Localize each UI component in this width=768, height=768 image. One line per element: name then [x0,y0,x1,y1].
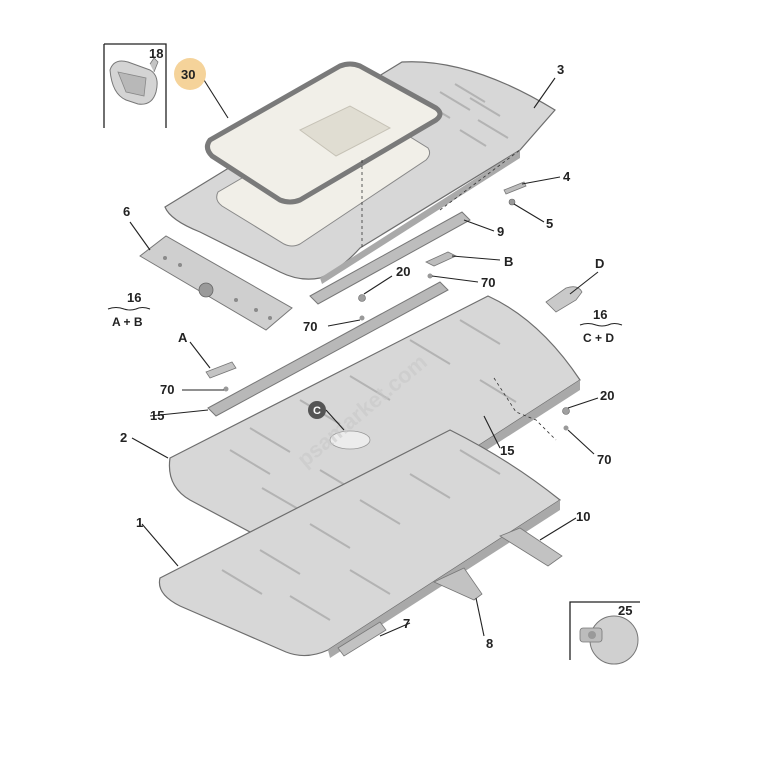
label-70-b: 70 [303,319,317,334]
brace-16-left [107,307,151,311]
bar-10[interactable] [499,527,563,567]
label-70-d: 70 [597,452,611,467]
label-20-top: 20 [396,264,410,279]
label-70-c: 70 [160,382,174,397]
label-6: 6 [123,204,130,219]
sunroof-glass-30[interactable] [204,61,443,205]
label-5: 5 [546,216,553,231]
label-16-left-sub: A + B [112,315,143,329]
label-C-circle [308,401,326,419]
clip-20-right[interactable] [562,407,570,415]
end-cap-D[interactable] [545,286,583,313]
screw-5[interactable] [508,198,516,206]
label-30: 30 [181,67,195,82]
rail-9[interactable] [309,211,471,305]
roof-rail-15-left[interactable] [207,281,449,417]
bar-8[interactable] [433,567,483,601]
roof-panel-1-body [158,429,562,657]
screw-70-d[interactable] [563,425,569,431]
clip-25-icon [579,615,639,665]
roof-panel-1-ribs [221,449,501,621]
inset-frame-18 [103,43,167,128]
cross-member-6[interactable] [139,235,293,331]
clip-20-left[interactable] [358,294,366,302]
screw-70-c[interactable] [223,386,229,392]
screw-70-a[interactable] [427,273,433,279]
label-30-highlight [174,58,206,90]
cross-member-6-hole [198,282,214,298]
brace-16-right [579,323,623,327]
label-16-right: 16 [593,307,607,322]
label-70-a: 70 [481,275,495,290]
clip-4[interactable] [503,181,527,195]
label-C: C [313,405,321,417]
label-1: 1 [136,515,143,530]
inset-part-18[interactable]: 18 [103,43,167,128]
label-16-right-sub: C + D [583,331,614,345]
inset-frame-25 [569,601,640,660]
label-2: 2 [120,430,127,445]
cross-member-6-holes [163,256,272,320]
alignment-lines [361,149,557,441]
bar-7[interactable] [337,621,387,657]
clip-18-icon [109,57,159,105]
leader-lines [129,77,599,637]
screw-70-b[interactable] [359,315,365,321]
label-D: D [595,256,604,271]
cover-A[interactable] [205,361,237,379]
label-9: 9 [497,224,504,239]
roof-panel-3-edge [320,150,520,284]
label-A: A [178,330,188,345]
label-15-right: 15 [500,443,514,458]
label-8: 8 [486,636,493,651]
label-16-left: 16 [127,290,141,305]
label-20-right: 20 [600,388,614,403]
inset-part-25[interactable]: 25 [569,601,640,665]
label-B: B [504,254,513,269]
rail-9-body [309,211,471,305]
roof-panel-2-recess [329,430,371,450]
label-10: 10 [576,509,590,524]
cover-B[interactable] [425,251,457,267]
cross-member-6-body [139,235,293,331]
label-3: 3 [557,62,564,77]
label-4: 4 [563,169,571,184]
label-15-left: 15 [150,408,164,423]
sunroof-glass-inner [299,105,392,157]
label-18: 18 [149,46,163,61]
labels: 3 30 4 5 6 9 B 20 70 70 D 16 A + B 16 C … [107,58,623,651]
label-7: 7 [403,616,410,631]
label-25: 25 [618,603,632,618]
